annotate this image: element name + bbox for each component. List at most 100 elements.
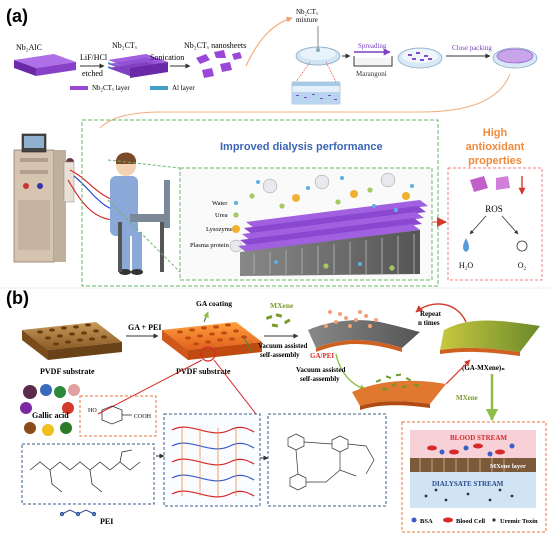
- packed-dish: [492, 47, 538, 69]
- water-drop-icon: [463, 238, 469, 252]
- oxygen-icon: [516, 240, 528, 252]
- cooh-label: COOH: [134, 414, 152, 420]
- legend-bsa-dot: [411, 517, 417, 523]
- pvdf-substrate-2: [162, 311, 262, 360]
- legend-water: Water: [212, 200, 228, 207]
- curve-to-dialysis: [99, 73, 511, 129]
- h2o-label: H₂O: [459, 261, 474, 270]
- panel-a: (a) Nb₂AlC LiF/HCl etched Nb₂CTₓ Sonicat…: [6, 6, 543, 287]
- vacuum-line2: self-assembly: [260, 351, 300, 359]
- legend-uremic-text: Uremic Toxin: [500, 518, 538, 525]
- ga-coating-label: GA coating: [196, 299, 232, 308]
- nb2ctx-multilayer: [108, 54, 168, 78]
- gallic-acid-label: Gallic acid: [32, 411, 69, 420]
- pei-structure-box: [21, 443, 155, 505]
- dialysis-machine: [13, 133, 75, 263]
- blood-stream-label: BLOOD STREAM: [450, 434, 507, 442]
- etched-label: etched: [82, 69, 103, 78]
- mxene-coated-membrane: [352, 373, 446, 410]
- vacuum2-line1: Vacuum assisted: [296, 366, 345, 374]
- legend-lysozyme-dot: [232, 225, 240, 233]
- lif-hcl-label: LiF/HCl: [80, 53, 108, 62]
- vacuum-line1: Vacuum assisted: [258, 342, 307, 350]
- legend-urea: Urea: [215, 212, 228, 219]
- dialysate-band: [410, 472, 536, 508]
- repeat-line2: n times: [418, 319, 440, 327]
- zoom-box-interface: [291, 61, 341, 105]
- arrow-to-repeat: [445, 359, 471, 385]
- pei-structure: [29, 449, 141, 493]
- ros-label: ROS: [485, 204, 503, 214]
- spreading-dish-1: [295, 26, 341, 66]
- ga-mxene-membrane: [440, 320, 540, 356]
- legend-nb2ctx-swatch: [70, 86, 88, 90]
- zoom-line-left: [97, 359, 203, 415]
- gallic-structure-box: [79, 395, 157, 437]
- antioxidant-line1: High: [483, 127, 508, 139]
- panel-a-label: (a): [6, 6, 28, 26]
- ros-box: [447, 167, 543, 281]
- spreading-trough: [353, 48, 393, 67]
- molecule-legend: Water Urea Lysozyme Plasma protein: [190, 200, 243, 253]
- uremic-toxin-dots: [424, 488, 514, 502]
- ga-pei-membrane-label: GA/PEI: [310, 352, 334, 360]
- nb2ctx-label: Nb₂CTₓ: [112, 41, 138, 50]
- zoom-line-right: [213, 359, 257, 415]
- legend-blood-cell-swatch: [443, 517, 453, 523]
- mixture-line2: mixture: [296, 16, 318, 24]
- crosslink-ties: [181, 428, 237, 496]
- legend-water-dot: [234, 201, 238, 205]
- nanosheets-label: Nb₂CTₓ nanosheets: [184, 41, 246, 50]
- mxene-flakes-icon: [265, 313, 291, 328]
- blood-cells: [427, 443, 505, 455]
- pvdf-substrate-2-label: PVDF substrate: [176, 367, 231, 376]
- ho-label: HO: [88, 408, 97, 414]
- legend-urea-dot: [233, 212, 239, 218]
- o2-label: O₂: [518, 261, 527, 270]
- mixture-line1: Nb₂CTₓ: [296, 8, 319, 16]
- legend-al-text: Al layer: [172, 84, 195, 92]
- magnify-line-bottom: [107, 199, 181, 273]
- chem-structure-box: [267, 413, 387, 507]
- legend-plasma: Plasma protein: [190, 242, 230, 249]
- spreading-label: Spreading: [358, 42, 387, 50]
- ros-split-right: [501, 215, 519, 235]
- ga-pei-membrane: [308, 310, 420, 352]
- membrane-pores: [419, 458, 505, 472]
- marangoni-label: Marangoni: [356, 70, 387, 78]
- legend-lysozyme: Lysozyme: [206, 226, 233, 233]
- legend-nb2ctx-text: Nb₂CTₓ layer: [92, 84, 130, 92]
- panel-b: (b) PVDF substrate GA + PEI GA coating: [6, 288, 547, 533]
- nanosheets: [196, 50, 242, 78]
- pei-chain-icon: [59, 509, 97, 517]
- dialysate-stream-label: DIALYSATE STREAM: [432, 480, 504, 488]
- curve-to-mixture: [245, 16, 293, 67]
- legend-bsa-text: BSA: [420, 518, 433, 525]
- ga-mxene-n-label: (GA-MXene)ₙ: [462, 364, 505, 372]
- patient-illustration: [110, 152, 170, 275]
- vacuum2-line2: self-assembly: [300, 375, 340, 383]
- pvdf-substrate-1: [22, 322, 122, 360]
- ros-nanosheets: [470, 176, 510, 192]
- chem-structure: [287, 433, 375, 491]
- mxene-layer-label: MXene layer: [490, 463, 526, 470]
- blood-diagram-box: [401, 421, 547, 533]
- spreading-dish-2: [397, 47, 443, 69]
- gallic-acid-illustration: [20, 384, 80, 436]
- dialysis-title: Improved dialysis performance: [220, 141, 383, 153]
- legend-al-swatch: [150, 86, 168, 90]
- sonication-label: Sonication: [150, 53, 184, 62]
- crosslink-network: [171, 426, 255, 498]
- panel-b-label: (b): [6, 288, 29, 308]
- ros-split-left: [469, 215, 487, 235]
- nb2alc-label: Nb₂AlC: [16, 43, 42, 52]
- repeat-line1: Repeat: [420, 310, 442, 318]
- blood-stream-band: [410, 430, 536, 458]
- dialysis-box: [81, 119, 439, 287]
- pei-label: PEI: [100, 517, 113, 526]
- close-packing-label: Close packing: [452, 44, 492, 52]
- legend-uremic-dot: [492, 518, 496, 522]
- ga-pei-label: GA + PEI: [128, 323, 161, 332]
- antioxidant-line2: antioxidant: [466, 141, 525, 153]
